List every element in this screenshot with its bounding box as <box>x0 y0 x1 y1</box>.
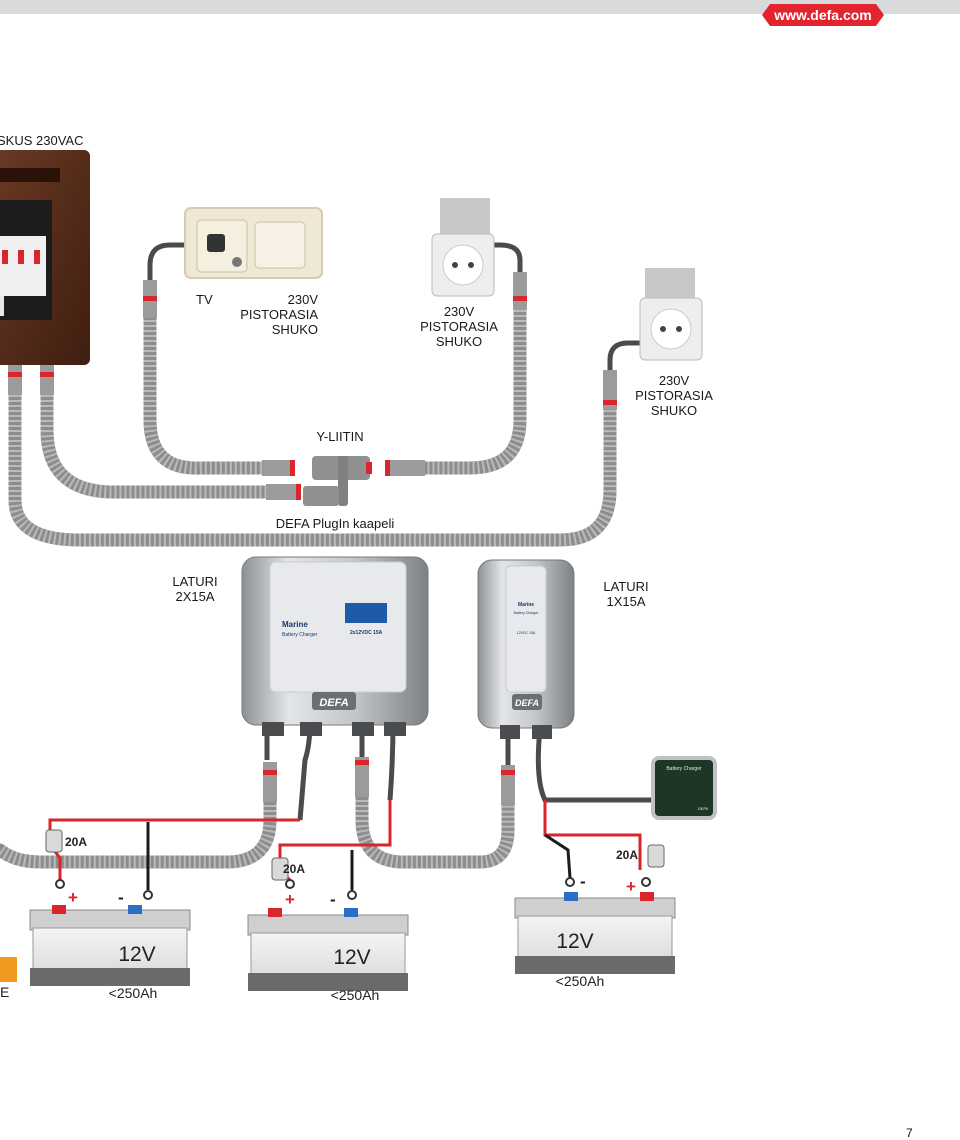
y-connector <box>303 456 372 506</box>
charger-2x-label-b: 2X15A <box>175 589 215 604</box>
panel-label: SKUS 230VAC <box>0 133 84 148</box>
plus-sign-2: + <box>285 890 295 909</box>
battery-1: 12V <250Ah <box>29 905 191 1001</box>
battery-3-voltage: 12V <box>556 930 593 953</box>
power-cords <box>147 242 653 821</box>
minus-sign-3: - <box>580 872 586 891</box>
brand-badge[interactable]: www.defa.com <box>762 4 884 26</box>
battery-2-capacity: <250Ah <box>331 987 380 1003</box>
brand-badge-shape <box>762 4 884 26</box>
battery-1-capacity: <250Ah <box>109 985 158 1001</box>
charger-status-panel: Battery Charger DEFA <box>651 756 717 820</box>
socket-2-label-a: 230V <box>443 304 475 319</box>
schuko-socket-1 <box>431 198 495 297</box>
socket-2-label-b: PISTORASIA <box>420 319 498 334</box>
battery-1-voltage: 12V <box>118 943 155 966</box>
page-number: 7 <box>906 1126 913 1140</box>
battery-2: 12V <250Ah <box>247 908 409 1003</box>
top-bar <box>0 0 960 14</box>
charger-1x-title: Marine <box>518 602 534 608</box>
socket-3-label-c: SHUKO <box>650 403 698 418</box>
fuse-label-2: 20A <box>283 862 305 876</box>
schuko-socket-2 <box>639 268 703 361</box>
tv-outlet <box>184 207 323 279</box>
charger-2x15a: DEFA Marine Battery Charger 2x12VDC 15A <box>241 556 429 736</box>
socket-2-label-c: SHUKO <box>435 334 483 349</box>
charger-1x-label-a: LATURI <box>603 579 649 594</box>
distribution-panel <box>0 150 90 365</box>
charger-2x-label-a: LATURI <box>172 574 218 589</box>
charger-1x15a: DEFA Marine Battery Charger 12VDC 15A <box>477 559 575 739</box>
fuse-holders <box>45 829 665 881</box>
socket-3-label-a: 230V <box>658 373 690 388</box>
y-connector-label: Y-LIITIN <box>316 429 364 444</box>
charger-1x-brand: DEFA <box>515 698 539 708</box>
minus-sign-2: - <box>330 890 336 909</box>
section-tab-letter: E <box>0 984 10 1000</box>
charger-2x-rating: 2x12VDC 15A <box>350 630 383 636</box>
battery-wires <box>48 800 642 890</box>
battery-3-capacity: <250Ah <box>556 973 605 989</box>
socket-1-label-c: SHUKO <box>271 322 318 337</box>
socket-1-label-a: 230V <box>287 292 318 307</box>
plugin-cable-label: DEFA PlugIn kaapeli <box>275 516 395 531</box>
status-panel-brand: DEFA <box>698 806 709 811</box>
socket-3-label-b: PISTORASIA <box>635 388 713 403</box>
section-tab <box>0 957 17 982</box>
minus-sign-1: - <box>118 888 124 907</box>
terminal-lugs <box>55 877 651 900</box>
battery-3: 12V <250Ah <box>514 892 676 989</box>
fuse-label-3: 20A <box>616 848 638 862</box>
charger-1x-rating: 12VDC 15A <box>517 631 536 635</box>
plus-sign-1: + <box>68 888 78 907</box>
fuse-label-1: 20A <box>65 835 87 849</box>
cable-ribs <box>0 300 617 869</box>
charger-2x-subtitle: Battery Charger <box>282 632 318 638</box>
plug-connectors <box>8 272 617 805</box>
brand-url[interactable]: www.defa.com <box>774 7 872 23</box>
charger-1x-label-b: 1X15A <box>606 594 646 609</box>
charger-2x-title: Marine <box>282 620 308 629</box>
charger-2x-brand: DEFA <box>319 697 348 709</box>
battery-2-voltage: 12V <box>333 946 370 969</box>
tv-label: TV <box>196 292 213 307</box>
plus-sign-3: + <box>626 877 636 896</box>
status-panel-title: Battery Charger <box>666 766 702 772</box>
charger-1x-subtitle: Battery Charger <box>514 611 540 615</box>
socket-1-label-b: PISTORASIA <box>240 307 318 322</box>
